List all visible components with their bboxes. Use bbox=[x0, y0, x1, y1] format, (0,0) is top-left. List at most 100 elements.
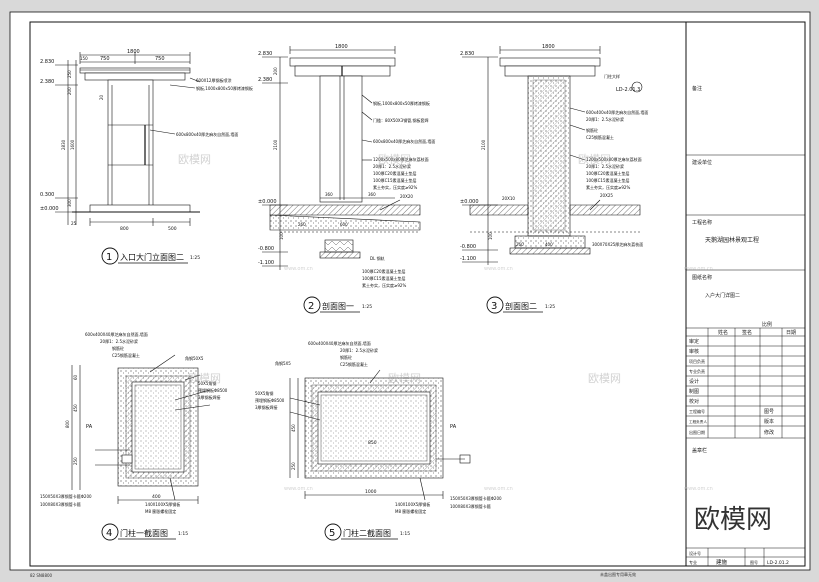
title-block: 备注 建设单位 工程名称 天鹅湖园林景观工程 图纸名称 入户大门详图二 比例 姓… bbox=[685, 22, 805, 566]
s1-dim-200: 200 bbox=[273, 67, 278, 75]
dim-300: 300 bbox=[67, 199, 72, 207]
footer-discipline: 专业 bbox=[689, 559, 697, 565]
watermark-1: 欧模网 bbox=[178, 153, 211, 166]
note-2: 钢板,1000x800x50厚烤漆钢板 bbox=[196, 85, 253, 91]
s2-dim-100: 100 bbox=[488, 232, 493, 240]
section-1-labels: 1800 2.830 2.380 ±0.000 -0.800 -1.100 20… bbox=[258, 44, 435, 288]
p1-note-11: 140X100X5厚钢板 bbox=[145, 501, 180, 507]
plan-2-labels: 600x400X40厚芝麻灰自然面,墙面 20厚1：2.5水泥砂浆 钢筋砼 C2… bbox=[255, 340, 502, 514]
view-5-title: 门柱二截面图 bbox=[343, 528, 391, 538]
s1-level-2380: 2.380 bbox=[258, 77, 272, 83]
p1-note-3: 钢筋砼 bbox=[112, 345, 124, 351]
p2-dim-850: 850 bbox=[368, 440, 377, 446]
s2-note-10: 20X25 bbox=[600, 193, 613, 198]
level-0000: ±0.000 bbox=[40, 206, 59, 212]
p1-note-5: 角钢50X5 bbox=[185, 355, 204, 361]
view-1-scale: 1:25 bbox=[190, 255, 200, 261]
row-6: 校对 bbox=[689, 398, 699, 405]
client-label: 建设单位 bbox=[692, 159, 712, 166]
s2-note-4: C25钢筋混凝土 bbox=[586, 134, 614, 140]
watermark-4: 欧模网 bbox=[188, 372, 221, 385]
plan-1-labels: 600x400X40厚芝麻灰自然面,墙面 20厚1：2.5水泥砂浆 钢筋砼 C2… bbox=[40, 331, 228, 514]
right-row-1: 版本 bbox=[764, 418, 774, 425]
s1-note-13: 20X20 bbox=[400, 194, 413, 199]
s1-dim-600: 600 bbox=[340, 222, 348, 227]
row2-2: 出图日期 bbox=[689, 429, 705, 435]
s2-dim-1800: 1800 bbox=[542, 44, 555, 50]
s1-dim-100: 100 bbox=[279, 232, 284, 240]
view-3-scale: 1:25 bbox=[545, 304, 555, 310]
p2-note-6: 50X5角钢 bbox=[255, 390, 273, 396]
watermark-large: 欧模网 bbox=[694, 505, 772, 535]
stamp-label: 盖章栏 bbox=[692, 447, 707, 454]
footer-drawno: 图号 bbox=[750, 559, 758, 565]
dim-250: 250 bbox=[67, 70, 72, 78]
note-1: 600X12厚钢板喷涂 bbox=[196, 77, 231, 83]
view-4-scale: 1:15 bbox=[178, 531, 188, 537]
watermark-urls: www.om.cn www.om.cn www.om.cn www.om.cn … bbox=[284, 266, 713, 492]
p2-note-4: C25钢筋混凝土 bbox=[340, 361, 368, 367]
p1-note-7: 预埋钢板Φ8500 bbox=[198, 387, 228, 393]
s1-dim-360a: 360 bbox=[325, 192, 333, 197]
p2-note-1: 600x400X40厚芝麻灰自然面,墙面 bbox=[308, 340, 371, 346]
watermark-3: 欧模网 bbox=[578, 153, 611, 166]
right-row-0: 图号 bbox=[764, 409, 774, 415]
p1-note-8: 3厚钢板焊接 bbox=[198, 394, 221, 400]
sign-table bbox=[686, 328, 805, 439]
footer-type: 建施 bbox=[716, 558, 728, 566]
row-3: 专业负责 bbox=[689, 368, 705, 374]
view-plan-2 bbox=[289, 369, 471, 501]
s1-dim-2100: 2100 bbox=[273, 139, 278, 150]
p2-note-7: 预埋钢板Φ8500 bbox=[255, 397, 285, 403]
view-3-title: 剖面图二 bbox=[505, 301, 537, 311]
p1-note-10: 100X80X3厚钢管卡箍 bbox=[40, 501, 81, 507]
s2-note-6: 20厚1：2.5水泥砂浆 bbox=[586, 163, 624, 169]
view-plan-1 bbox=[71, 354, 211, 504]
p2-note-5: 角钢5X5 bbox=[275, 360, 291, 366]
p2-note-9: 150X50X3厚钢管卡箍Φ200 bbox=[450, 495, 502, 501]
view-elevation bbox=[55, 52, 201, 226]
s2-detail-code: LD-2.01.3 bbox=[616, 87, 640, 93]
title-view-2: 2 剖面图一 1:25 bbox=[303, 296, 372, 314]
p1-dim-60: 60 bbox=[73, 374, 78, 380]
s2-level-top: 2.830 bbox=[460, 51, 474, 57]
s2-dim-20x10: 20X10 bbox=[502, 196, 515, 201]
s1-note-5: 20厚1：2.5水泥砂浆 bbox=[373, 163, 411, 169]
dim-25: 25 bbox=[71, 221, 77, 226]
drawing-label: 图纸名称 bbox=[692, 274, 712, 281]
elevation-labels: 1800 750 750 150 2.830 2.380 0.300 ±0.00… bbox=[40, 49, 253, 232]
s1-note-1: 钢板,1000x800x50厚烤漆钢板 bbox=[373, 100, 430, 106]
view-section-2 bbox=[462, 46, 641, 265]
view-2-number: 2 bbox=[308, 301, 314, 312]
s1-level-neg2: -1.100 bbox=[258, 260, 274, 266]
s1-note-12: 素土夯实，压实度≥92% bbox=[362, 282, 406, 288]
footer-company: 未盖出图专用章无效 bbox=[600, 571, 636, 577]
view-2-title: 剖面图一 bbox=[322, 301, 354, 311]
p1-note-4: C25钢筋混凝土 bbox=[112, 352, 140, 358]
p2-dim-450: 450 bbox=[291, 424, 296, 432]
view-3-number: 3 bbox=[491, 301, 497, 312]
s2-note-7: 100厚C20素混凝土垫层 bbox=[586, 170, 630, 176]
dim-750-right: 750 bbox=[155, 56, 165, 62]
dim-20: 20 bbox=[99, 94, 104, 100]
s1-dim-260: 260 bbox=[298, 222, 306, 227]
s1-note-2: 门槛：80X50X3钢管,钢板套焊 bbox=[373, 117, 428, 123]
p1-note-9: 150X50X3厚钢管卡箍Φ200 bbox=[40, 493, 92, 499]
view-5-number: 5 bbox=[329, 528, 335, 539]
drawing-name: 入户大门详图二 bbox=[705, 292, 740, 299]
level-2380: 2.380 bbox=[40, 79, 54, 85]
title-view-3: 3 剖面图二 1:25 bbox=[486, 296, 555, 314]
project-name: 天鹅湖园林景观工程 bbox=[705, 236, 759, 244]
p2-note-12: M8 膨胀螺栓固定 bbox=[395, 508, 426, 514]
row2-1: 工程负责人 bbox=[689, 419, 707, 424]
s2-note-8: 100厚C15素混凝土垫层 bbox=[586, 177, 630, 183]
view-4-title: 门柱一截面图 bbox=[120, 528, 168, 538]
watermark-6: 欧模网 bbox=[588, 372, 621, 385]
dim-800: 800 bbox=[120, 226, 129, 232]
p1-pa: PA bbox=[86, 424, 93, 430]
p2-note-2: 20厚1：2.5水泥砂浆 bbox=[340, 347, 378, 353]
s1-note-9: DL 钢轨 bbox=[370, 255, 385, 261]
dim-200: 200 bbox=[67, 87, 72, 95]
p1-note-12: M8 膨胀螺栓固定 bbox=[145, 508, 176, 514]
